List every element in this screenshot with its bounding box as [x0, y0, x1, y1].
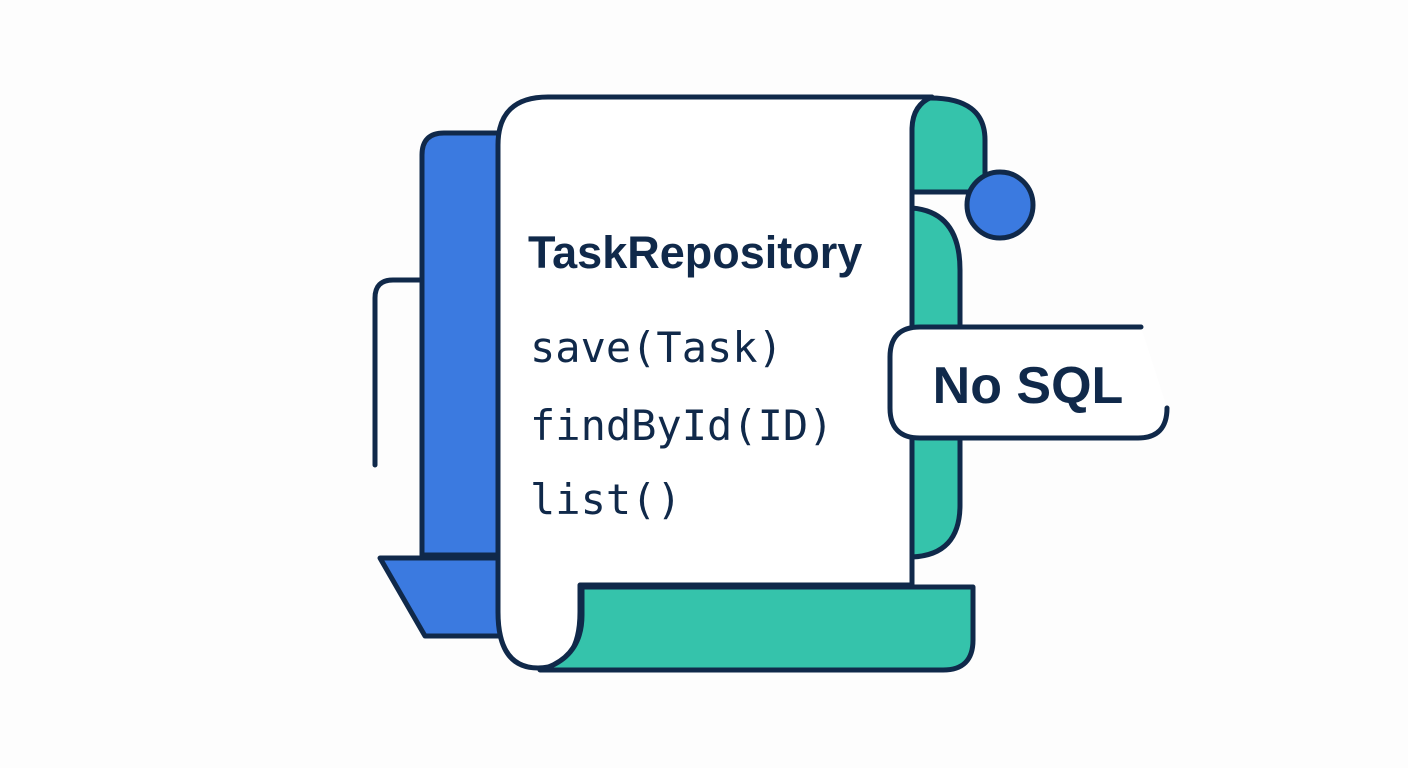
- badge-box: [887, 324, 1170, 441]
- blue-back-panel: [419, 130, 503, 558]
- left-bracket-line: [372, 277, 423, 468]
- blue-dot-icon: [964, 169, 1036, 241]
- teal-top-curl: [909, 95, 988, 195]
- badge-label: No SQL: [933, 357, 1124, 415]
- card-title: TaskRepository: [528, 227, 862, 278]
- method-save: save(Task): [530, 323, 783, 372]
- method-find-by-id: findById(ID): [530, 401, 833, 450]
- paper-sheet: [495, 94, 935, 671]
- blue-foot-wedge: [377, 555, 503, 639]
- teal-bottom-scroll: [537, 584, 976, 673]
- method-list: list(): [530, 475, 682, 524]
